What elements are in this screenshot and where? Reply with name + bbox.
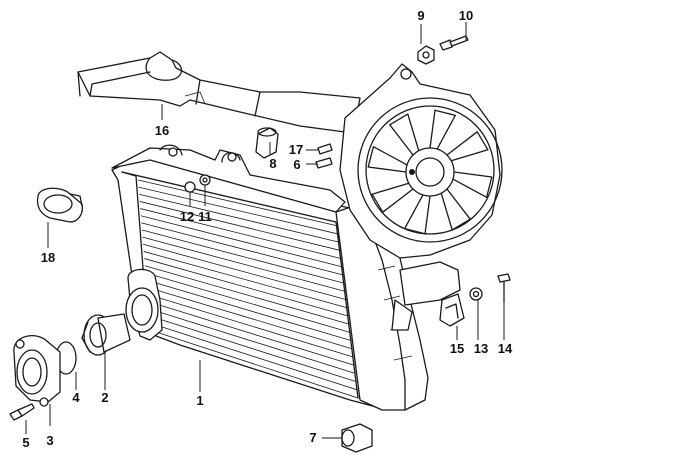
callout-15: 15 xyxy=(449,341,465,356)
callout-9: 9 xyxy=(417,8,425,23)
bracket-15 xyxy=(439,293,465,327)
callout-1: 1 xyxy=(196,393,204,408)
callout-4: 4 xyxy=(72,390,80,405)
fan-blades xyxy=(367,109,493,235)
fan-assembly xyxy=(339,63,503,259)
callout-18: 18 xyxy=(40,250,56,265)
callout-7: 7 xyxy=(309,430,317,445)
callout-6: 6 xyxy=(293,157,301,172)
callout-2: 2 xyxy=(101,390,109,405)
air-duct-cover xyxy=(77,51,361,133)
leader-lines xyxy=(25,22,505,439)
callout-11: 11 xyxy=(198,209,212,224)
callout-16: 16 xyxy=(154,123,170,138)
callout-12: 12 xyxy=(179,209,195,224)
bolt-5 xyxy=(9,403,35,421)
callout-10: 10 xyxy=(458,8,474,23)
rubber-mount-8 xyxy=(255,127,279,159)
thermostat-2 xyxy=(81,313,131,356)
callout-17: 17 xyxy=(288,142,304,157)
callout-5: 5 xyxy=(22,435,30,450)
washer-bolt-13-14 xyxy=(469,273,511,303)
callout-8: 8 xyxy=(269,156,277,171)
thermostat-cover-3 xyxy=(13,335,61,407)
callout-13: 13 xyxy=(473,341,489,356)
hose-clamp-18 xyxy=(36,187,84,223)
radiator-fins xyxy=(137,179,359,399)
bolt-nut-top xyxy=(417,35,469,65)
callout-3: 3 xyxy=(46,433,54,448)
radiator xyxy=(111,144,461,411)
callout-14: 14 xyxy=(497,341,513,356)
rubber-buffer-7 xyxy=(341,423,373,453)
small-bolts-6-17 xyxy=(315,143,333,169)
